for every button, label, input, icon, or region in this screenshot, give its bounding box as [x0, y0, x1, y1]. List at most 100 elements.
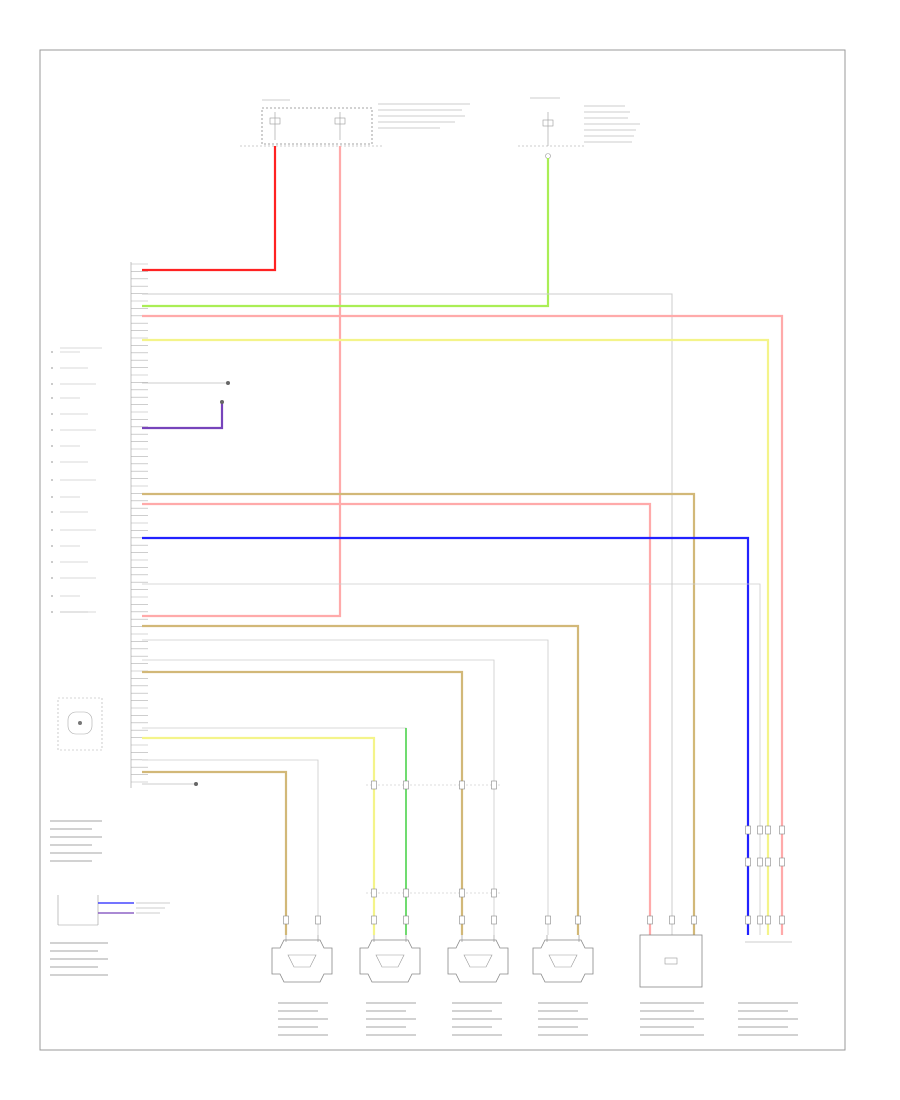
caption-placeholder [538, 1010, 578, 1012]
module-internal-node [51, 413, 53, 415]
wire-violet [142, 402, 224, 430]
inline-connector [779, 825, 785, 835]
module-internal-node [51, 496, 53, 498]
module-internal-node [51, 397, 53, 399]
caption-placeholder [538, 1018, 588, 1020]
inline-connector [669, 915, 675, 925]
caption-placeholder [640, 1034, 704, 1036]
inline-connector [403, 780, 409, 790]
module-internal-node [51, 545, 53, 547]
wire-blue-right [142, 536, 750, 935]
component-captions [50, 820, 798, 1036]
inline-connector [491, 780, 497, 790]
caption-placeholder [50, 852, 102, 854]
caption-placeholder [278, 1002, 328, 1004]
caption-placeholder [366, 1026, 406, 1028]
module-internal-node [51, 611, 53, 613]
inline-connector [575, 915, 581, 925]
wire-yellow-rf [142, 736, 376, 935]
module-internal-node [51, 367, 53, 369]
inline-connector [491, 915, 497, 925]
caption-placeholder [50, 974, 108, 976]
caption-placeholder [640, 1018, 704, 1020]
caption-placeholder [366, 1018, 416, 1020]
caption-placeholder [366, 1002, 416, 1004]
left-rear-sensor [447, 935, 509, 983]
caption-placeholder [640, 1010, 694, 1012]
steering-angle-sensor [57, 697, 103, 751]
caption-placeholder [278, 1010, 318, 1012]
caption-placeholder [50, 942, 108, 944]
caption-placeholder [50, 836, 102, 838]
inline-connector [371, 915, 377, 925]
inline-connector [757, 857, 763, 867]
wire-gray-lf [142, 759, 319, 935]
inline-connector [315, 915, 321, 925]
module-internal-node [51, 351, 53, 353]
caption-placeholder [366, 1034, 416, 1036]
junction-dot [226, 381, 230, 385]
inline-connector [647, 915, 653, 925]
caption-placeholder [640, 1002, 704, 1004]
wire-yellow-right [142, 338, 770, 935]
module-internal-node [51, 461, 53, 463]
caption-placeholder [538, 1034, 588, 1036]
wire-gray-yaw [142, 293, 673, 935]
caption-placeholder [50, 950, 98, 952]
caption-placeholder [50, 860, 92, 862]
caption-placeholder [366, 1010, 406, 1012]
inline-connector [745, 857, 751, 867]
module-internal-node [51, 479, 53, 481]
caption-placeholder [278, 1018, 328, 1020]
diagram-frame [39, 49, 846, 1051]
caption-placeholder [278, 1034, 328, 1036]
caption-placeholder [738, 1018, 798, 1020]
caption-placeholder [452, 1018, 502, 1020]
caption-placeholder [538, 1026, 578, 1028]
inline-connector [403, 888, 409, 898]
caption-placeholder [452, 1034, 502, 1036]
caption-placeholder [738, 1034, 798, 1036]
wire-gray-right [142, 583, 761, 935]
inline-connector [779, 857, 785, 867]
inline-connector [459, 915, 465, 925]
module-internal-node [51, 383, 53, 385]
right-front-sensor [359, 935, 421, 983]
wire-gray-rf [142, 727, 407, 935]
wire-gray-lr [142, 659, 495, 935]
wire-red-top [142, 146, 277, 272]
module-internal-node [51, 577, 53, 579]
yaw-rate-sensor [639, 934, 703, 988]
wire-gray-rr [142, 639, 549, 935]
module-internal-node [51, 561, 53, 563]
inline-connector [491, 888, 497, 898]
brake-light-switch [57, 895, 170, 926]
inline-connector [765, 825, 771, 835]
wire-tan-yaw [142, 492, 696, 935]
inline-connector [459, 888, 465, 898]
module-internal-node [51, 529, 53, 531]
caption-placeholder [452, 1002, 502, 1004]
caption-placeholder [738, 1026, 788, 1028]
inline-connector [371, 888, 377, 898]
inline-connector [283, 915, 289, 925]
left-front-sensor [271, 935, 333, 983]
caption-placeholder [452, 1010, 492, 1012]
right-rear-sensor [532, 935, 594, 983]
caption-placeholder [640, 1026, 694, 1028]
caption-placeholder [738, 1010, 788, 1012]
inline-connector [459, 780, 465, 790]
module-internal-node [51, 429, 53, 431]
caption-placeholder [538, 1002, 588, 1004]
inline-connector [371, 780, 377, 790]
module-internal-node [51, 445, 53, 447]
inline-connector [765, 857, 771, 867]
wire-pink-yaw [142, 502, 652, 935]
wire-tan-rr [142, 624, 580, 935]
caption-placeholder [50, 820, 102, 822]
wire-tan-lf [142, 770, 288, 935]
inline-connector [779, 915, 785, 925]
module-internal-node [51, 595, 53, 597]
inline-connector [745, 825, 751, 835]
